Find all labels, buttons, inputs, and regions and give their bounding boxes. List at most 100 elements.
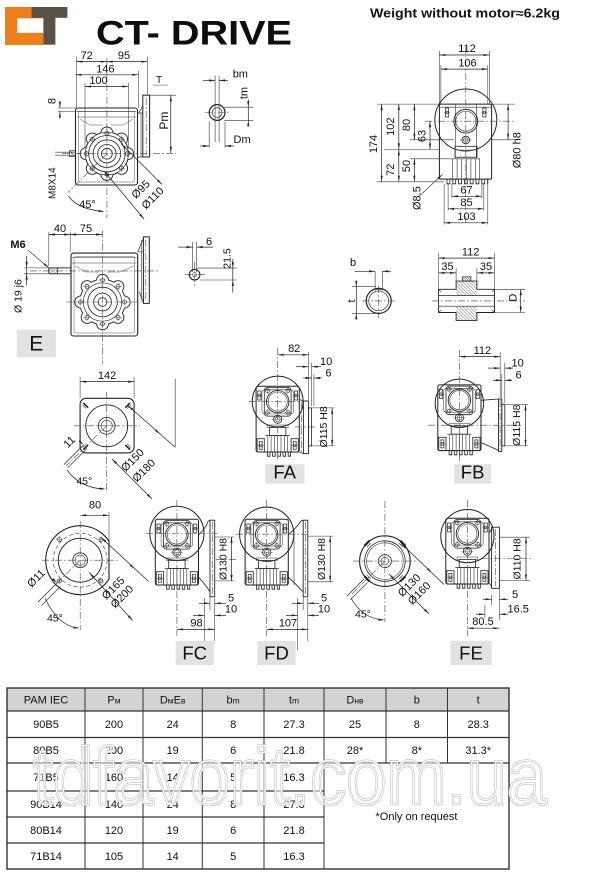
svg-text:80.5: 80.5 (472, 616, 493, 628)
svg-text:112: 112 (458, 43, 476, 55)
svg-text:10: 10 (320, 356, 332, 368)
svg-text:19: 19 (167, 825, 179, 837)
svg-text:6: 6 (516, 370, 522, 382)
svg-text:45°: 45° (76, 476, 92, 488)
svg-text:CT- DRIVE: CT- DRIVE (96, 15, 292, 53)
svg-text:75: 75 (80, 223, 92, 235)
svg-text:28.3: 28.3 (467, 719, 488, 731)
svg-text:142: 142 (98, 370, 116, 382)
svg-text:200: 200 (105, 745, 123, 757)
svg-text:*Only on request: *Only on request (376, 811, 458, 823)
svg-text:71B5: 71B5 (33, 772, 59, 784)
svg-text:Ø110 H8: Ø110 H8 (512, 538, 524, 579)
svg-text:Dнв: Dнв (346, 695, 364, 707)
svg-text:82: 82 (288, 343, 300, 355)
svg-text:80: 80 (401, 119, 413, 131)
svg-text:DмEв: DмEв (160, 695, 186, 707)
svg-text:E: E (29, 333, 43, 356)
svg-text:90B5: 90B5 (33, 719, 59, 731)
svg-text:6: 6 (206, 236, 212, 248)
svg-text:103: 103 (457, 211, 475, 223)
svg-text:45°: 45° (79, 199, 96, 211)
svg-text:72: 72 (81, 50, 93, 62)
svg-text:112: 112 (474, 345, 492, 357)
svg-text:Ø130 H8: Ø130 H8 (218, 538, 230, 580)
svg-text:160: 160 (105, 772, 123, 784)
svg-text:45°: 45° (47, 613, 63, 625)
svg-text:71B14: 71B14 (30, 851, 62, 863)
svg-text:Ø8.5: Ø8.5 (412, 186, 424, 210)
svg-text:Weight without motor≈6.2kg: Weight without motor≈6.2kg (370, 7, 560, 21)
svg-text:16.5: 16.5 (508, 604, 529, 616)
svg-text:10: 10 (318, 604, 330, 616)
svg-text:PAM IEC: PAM IEC (24, 695, 68, 707)
svg-text:t: t (346, 299, 358, 302)
svg-text:80B14: 80B14 (30, 825, 62, 837)
svg-text:5: 5 (228, 592, 234, 604)
svg-text:Ø80 h8: Ø80 h8 (512, 132, 524, 168)
svg-text:28*: 28* (347, 745, 364, 757)
svg-text:21.8: 21.8 (283, 825, 304, 837)
svg-text:5: 5 (230, 772, 236, 784)
svg-text:106: 106 (458, 57, 476, 69)
svg-text:8: 8 (46, 98, 58, 104)
svg-text:M8X14: M8X14 (48, 167, 59, 199)
svg-text:27.3: 27.3 (283, 719, 304, 731)
svg-text:11: 11 (61, 434, 78, 451)
svg-text:67: 67 (460, 185, 472, 197)
svg-text:200: 200 (105, 719, 123, 731)
svg-text:107: 107 (279, 618, 297, 630)
svg-text:b: b (414, 695, 420, 707)
svg-text:Ø11: Ø11 (25, 567, 48, 590)
svg-text:24: 24 (167, 719, 179, 731)
svg-text:19: 19 (167, 745, 179, 757)
svg-text:98: 98 (190, 618, 202, 630)
svg-text:63: 63 (416, 130, 428, 142)
svg-text:80B5: 80B5 (33, 745, 59, 757)
svg-text:16.3: 16.3 (283, 772, 304, 784)
svg-text:50: 50 (401, 160, 413, 172)
svg-text:bm: bm (227, 695, 240, 707)
svg-text:Dm: Dm (234, 134, 251, 146)
svg-text:b: b (350, 257, 356, 269)
svg-text:bm: bm (233, 69, 248, 81)
svg-text:FD: FD (264, 642, 289, 663)
svg-text:T: T (156, 75, 162, 86)
svg-text:140: 140 (105, 799, 123, 811)
svg-text:10: 10 (512, 358, 524, 370)
svg-text:5: 5 (512, 589, 518, 601)
svg-text:14: 14 (167, 772, 179, 784)
svg-text:112: 112 (462, 246, 480, 258)
svg-text:25: 25 (349, 719, 361, 731)
svg-text:21.8: 21.8 (283, 745, 304, 757)
svg-text:80: 80 (89, 499, 101, 511)
svg-text:14: 14 (167, 851, 179, 863)
svg-text:24: 24 (167, 799, 179, 811)
svg-text:tdfavorit.com.ua: tdfavorit.com.ua (33, 732, 548, 822)
svg-text:Pm: Pm (157, 112, 171, 130)
svg-text:10: 10 (225, 604, 237, 616)
svg-text:102: 102 (385, 118, 397, 136)
svg-text:5: 5 (321, 592, 327, 604)
svg-text:FA: FA (273, 462, 296, 483)
svg-text:tdfavorit.com.ua: tdfavorit.com.ua (33, 732, 548, 822)
svg-text:Ø 19 j6: Ø 19 j6 (12, 279, 24, 313)
svg-text:31.3*: 31.3* (465, 745, 491, 757)
svg-text:6: 6 (230, 825, 236, 837)
svg-text:8: 8 (230, 799, 236, 811)
svg-text:5: 5 (230, 851, 236, 863)
svg-text:146: 146 (96, 63, 114, 75)
svg-text:40: 40 (54, 223, 66, 235)
svg-text:8*: 8* (412, 745, 423, 757)
svg-text:105: 105 (105, 851, 123, 863)
svg-text:120: 120 (105, 825, 123, 837)
svg-text:174: 174 (368, 135, 380, 153)
svg-text:M6: M6 (10, 239, 25, 251)
svg-text:45°: 45° (355, 609, 371, 621)
svg-text:21.5: 21.5 (222, 248, 234, 269)
svg-text:72: 72 (385, 164, 397, 176)
svg-text:95: 95 (118, 50, 130, 62)
svg-text:8: 8 (230, 719, 236, 731)
svg-text:D: D (507, 294, 519, 302)
svg-text:8: 8 (414, 719, 420, 731)
